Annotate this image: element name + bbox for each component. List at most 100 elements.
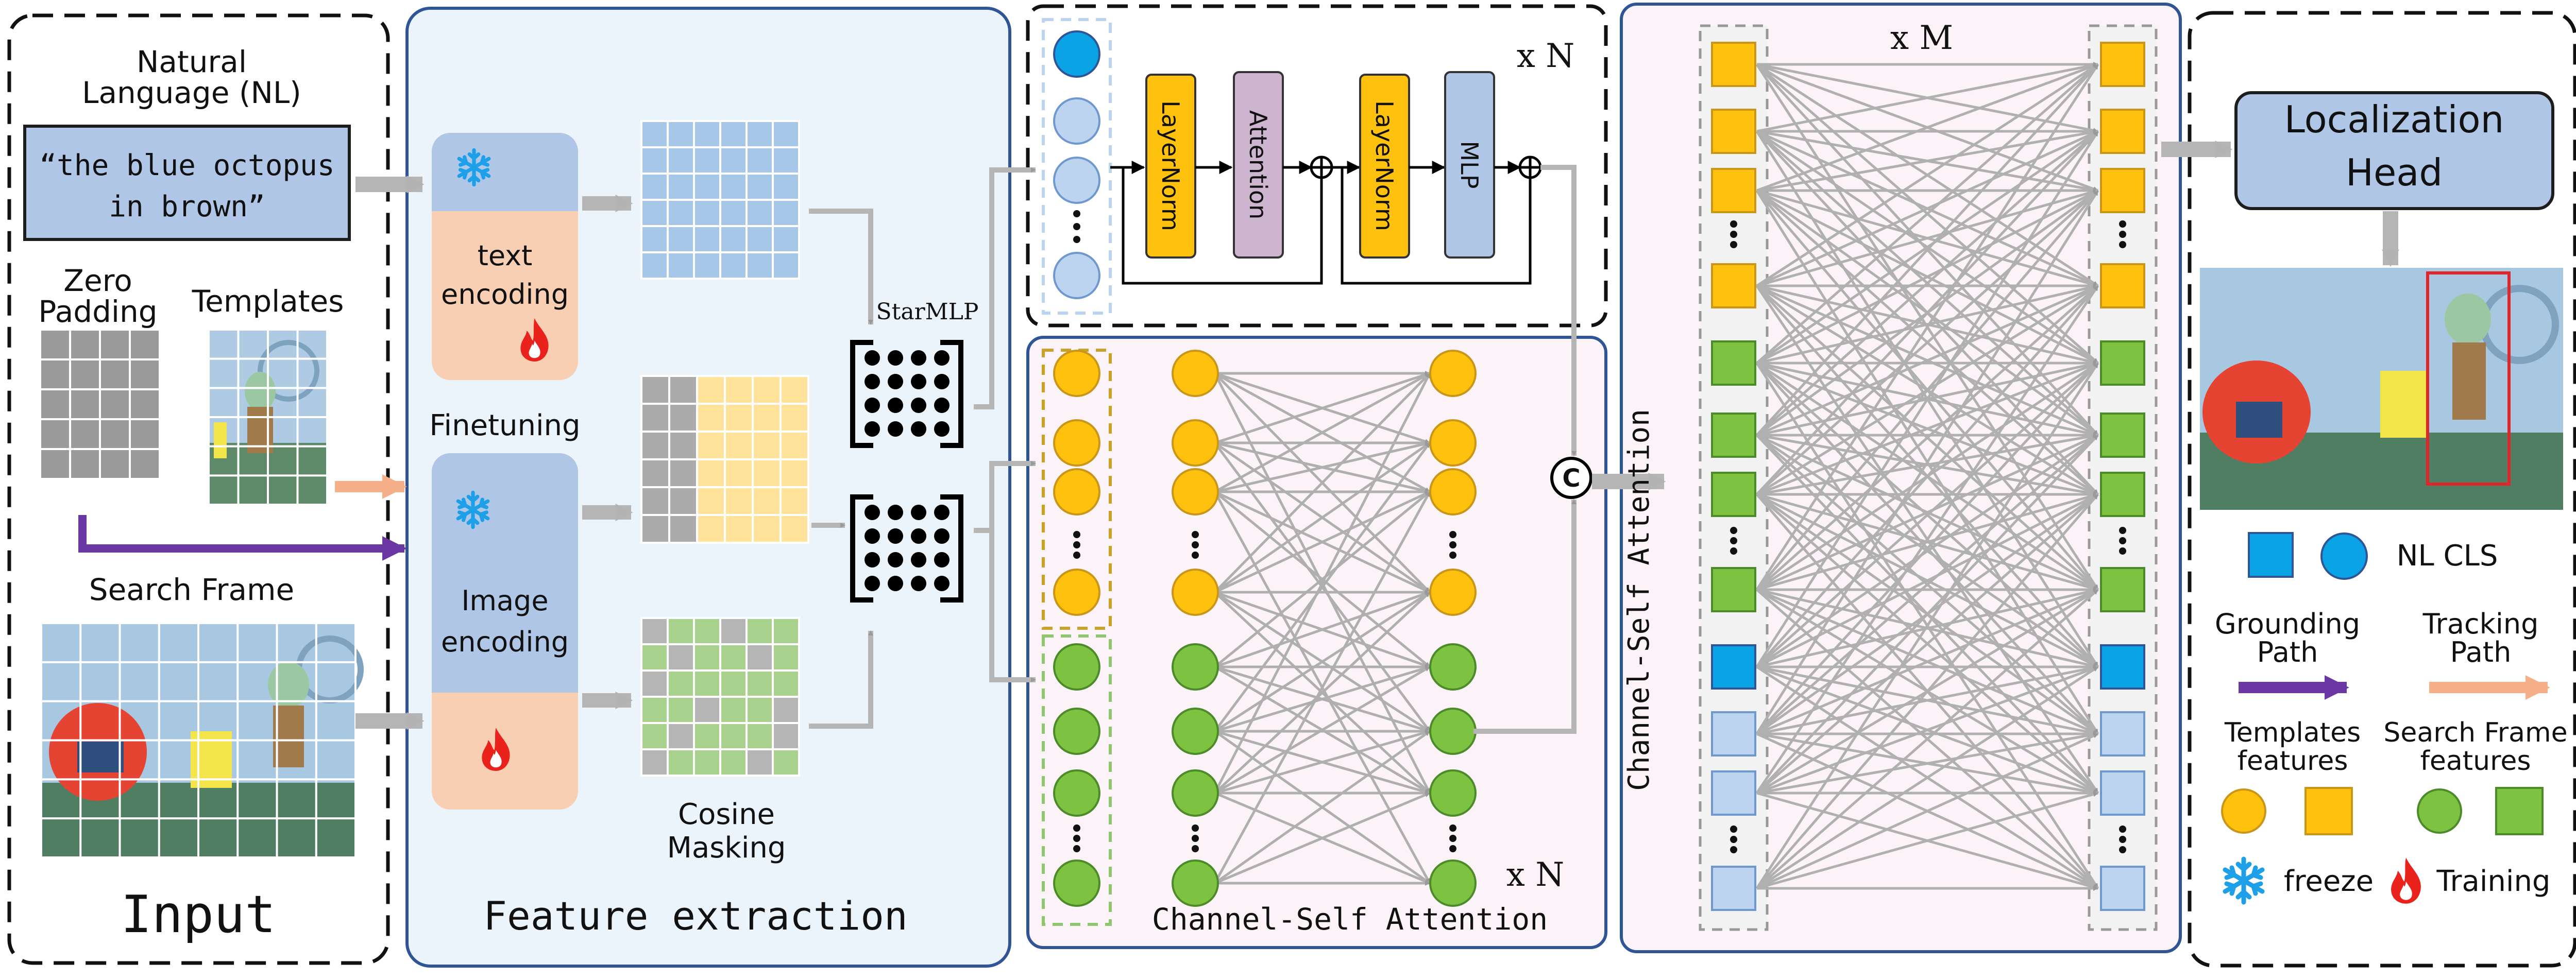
channel-attention-edge: [1756, 792, 2098, 890]
feature-cell: [668, 458, 698, 488]
feature-cell: [696, 403, 726, 433]
channel-attention-edge: [1756, 130, 2099, 495]
channel-attention-edge: [1756, 434, 2099, 591]
concat-icon: C: [1550, 457, 1592, 499]
channel-attention-edge: [1756, 362, 2099, 735]
channel-attention-edge: [1756, 62, 2098, 133]
feature-cell: [640, 173, 669, 201]
starmlp-dot: [888, 552, 903, 568]
bracket: [850, 494, 873, 603]
feature-node: [1429, 569, 1477, 616]
feature-cell: [667, 669, 695, 698]
feature-cell: [724, 514, 754, 544]
feature-cell: [667, 173, 695, 201]
feature-cell: [745, 251, 774, 280]
ellipsis-dot: [1730, 846, 1737, 853]
ellipsis-dot: [1192, 552, 1199, 559]
mlp-block: [1444, 71, 1495, 259]
feature-node: [1429, 769, 1477, 817]
text-token: [1053, 252, 1100, 299]
ellipsis-dot: [1730, 547, 1737, 555]
ellipsis-dot: [1449, 531, 1456, 538]
feature-node: [1053, 419, 1100, 467]
nl-label-line2: Language (NL): [82, 75, 301, 110]
ellipsis-dot: [1073, 824, 1080, 832]
ellipsis-dot: [1192, 824, 1199, 832]
feature-cell: [745, 696, 774, 724]
feature-cell: [719, 225, 748, 253]
ellipsis-dot: [2119, 836, 2126, 843]
ellipsis-dot: [1449, 541, 1456, 548]
feature-cell: [719, 748, 748, 777]
channel-block-repeat-label: x N: [1506, 856, 1564, 894]
attention-block: [1233, 71, 1284, 259]
ellipsis-dot: [2119, 826, 2126, 833]
feature-cell: [745, 225, 774, 253]
feature-cell: [668, 375, 698, 405]
attention-label: Attention: [1244, 110, 1272, 219]
feature-square: [1711, 567, 1756, 612]
text-encoder: [432, 133, 578, 380]
starmlp-dot: [888, 528, 903, 544]
feature-cell: [640, 458, 670, 488]
cosine-masking-label-line1: Cosine: [678, 798, 775, 831]
channel-attention-edge: [1756, 434, 2099, 735]
feature-cell: [772, 225, 800, 253]
feature-cell: [667, 251, 695, 280]
feature-cell: [745, 748, 774, 777]
legend-search-line2: features: [2420, 746, 2531, 777]
starmlp-dot: [865, 374, 880, 389]
attention-edge: [1214, 665, 1431, 795]
feature-cell: [693, 199, 721, 227]
feature-cell: [696, 514, 726, 544]
feature-node: [1172, 769, 1219, 817]
channel-attention-edge: [1756, 130, 2099, 287]
feature-square: [2100, 866, 2145, 911]
transformer-to-concat-arrow: [1540, 165, 1577, 456]
ellipsis-dot: [1449, 552, 1456, 559]
bracket: [940, 340, 963, 448]
result-frame-image: [2200, 268, 2563, 510]
starmlp-dot: [934, 576, 950, 591]
feature-cell: [693, 146, 721, 175]
svg-text:C: C: [1562, 464, 1580, 493]
cosine-masking-label-line2: Masking: [667, 831, 786, 865]
localization-head-label-line1: Localization: [2284, 98, 2504, 141]
ellipsis-dot: [1449, 835, 1456, 842]
ellipsis-dot: [1073, 845, 1080, 852]
feature-cell: [640, 486, 670, 516]
ellipsis-dot: [1730, 836, 1737, 843]
legend-training-label: Training: [2436, 865, 2551, 898]
feature-square: [1711, 42, 1756, 87]
feature-node: [1172, 569, 1219, 616]
starmlp-dot: [888, 576, 903, 591]
cosine-masked-feature-grid: [640, 617, 800, 777]
channel-attention-edge: [1756, 732, 2098, 795]
feature-node: [1053, 859, 1100, 907]
feature-cell: [719, 696, 748, 724]
channel-attention-edge: [1756, 493, 2098, 591]
template-gridlines: [208, 329, 328, 506]
feature-node: [1053, 569, 1100, 616]
feature-square: [1711, 472, 1756, 517]
search-frame-image: [40, 622, 364, 858]
feature-cell: [719, 146, 748, 175]
feature-square: [1711, 168, 1756, 213]
feature-cell: [772, 146, 800, 175]
starmlp-dot: [934, 552, 950, 568]
starmlp-block-text: [850, 340, 963, 448]
feature-node: [1053, 350, 1100, 397]
feature-cell: [668, 486, 698, 516]
channel-attention-edge: [1756, 190, 2099, 495]
feature-square: [1711, 770, 1756, 816]
feature-cell: [719, 643, 748, 672]
feature-cell: [745, 120, 774, 148]
starmlp-dot: [934, 505, 950, 520]
attention-edge: [1214, 730, 1430, 795]
feature-cell: [745, 617, 774, 645]
ellipsis-dot: [1730, 220, 1737, 228]
ellipsis-dots: [1073, 210, 1080, 243]
feature-node: [1429, 468, 1477, 515]
starmlp-dot: [888, 421, 903, 437]
